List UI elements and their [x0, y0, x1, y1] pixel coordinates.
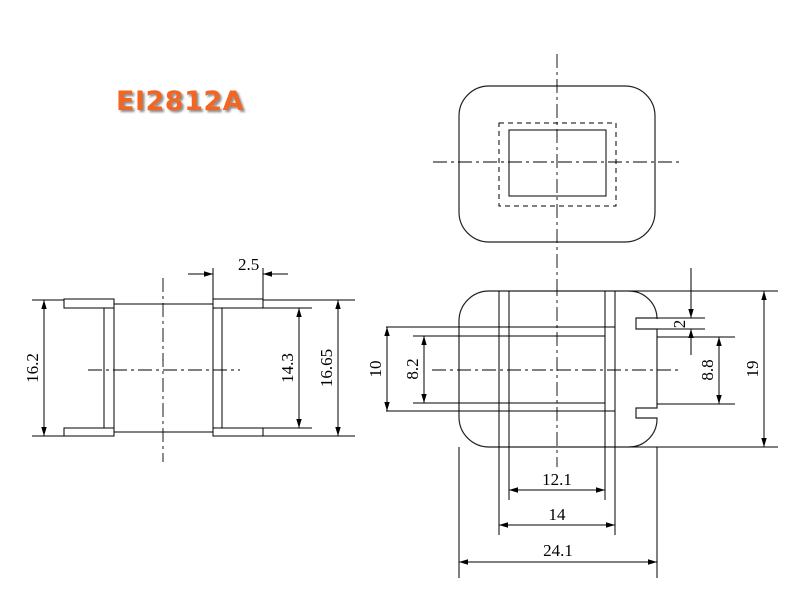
dim-side-outer-height: 16.65	[317, 349, 336, 387]
dim-side-window-height: 14.3	[278, 353, 297, 383]
dim-front-outer-window: 10	[366, 361, 385, 378]
dim-front-slot-width: 2	[670, 320, 689, 329]
bottom-right-flange	[212, 427, 264, 437]
top-right-flange	[212, 298, 264, 309]
dim-side-overall-height: 16.2	[23, 353, 42, 383]
dim-bottom-window-width: 14	[549, 505, 567, 524]
front-view-outline	[458, 290, 658, 448]
dim-front-core-window: 8.2	[403, 358, 422, 379]
dim-bottom-core-width: 12.1	[542, 470, 572, 489]
dim-front-slot-spacing: 8.8	[698, 359, 717, 380]
top-view	[433, 54, 682, 282]
bottom-left-flange	[63, 427, 115, 437]
side-view: 2.5 16.2 14.3 16.65	[23, 255, 355, 462]
top-view-hidden-outline	[498, 122, 617, 207]
top-view-core-opening	[508, 129, 607, 197]
dim-bottom-overall-width: 24.1	[543, 541, 573, 560]
top-left-flange	[63, 298, 115, 309]
dim-front-overall-height: 19	[743, 361, 762, 378]
part-number-title: EI2812A	[116, 86, 245, 117]
dim-flange-thickness: 2.5	[238, 255, 259, 274]
front-view: 10 8.2 2 8.8 19 12.1 14 24.1	[366, 268, 778, 578]
